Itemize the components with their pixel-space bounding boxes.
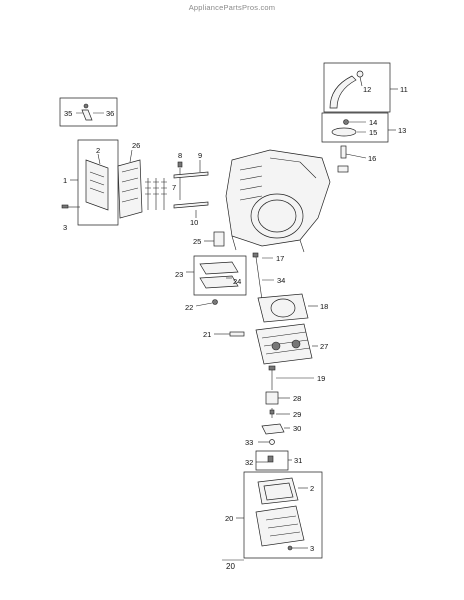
callout-2a: 2 (96, 146, 100, 155)
block-part-25 (213, 231, 225, 247)
callout-22: 22 (185, 303, 193, 312)
watermark-text: AppliancePartsPros.com (188, 3, 276, 12)
gasket-strip-part (229, 331, 245, 337)
fitting-part (340, 145, 347, 159)
valve-cover-part (255, 505, 305, 547)
dipstick-bolt-parts (252, 252, 274, 301)
callout-1: 1 (63, 176, 67, 185)
callout-28: 28 (293, 394, 301, 403)
part-group-1 (61, 139, 119, 226)
exhaust-valve-part (173, 201, 209, 209)
callout-2b: 2 (310, 484, 314, 493)
nut-part-33 (269, 439, 275, 445)
gasket-part (85, 159, 109, 211)
gasket-part-2 (257, 477, 299, 505)
callout-20: 20 (225, 514, 233, 523)
callout-14: 14 (369, 118, 377, 127)
callout-15: 15 (369, 128, 377, 137)
callout-25: 25 (193, 237, 201, 246)
bolt-part (268, 365, 276, 371)
callout-26: 26 (132, 141, 140, 150)
part-group-35-36 (59, 97, 118, 127)
nut-part (343, 119, 349, 125)
clamp-part (356, 70, 364, 78)
callout-10: 10 (190, 218, 198, 227)
rocker-part (261, 423, 285, 435)
intake-valve-part (173, 171, 209, 179)
part-group-11 (323, 62, 398, 113)
cylinder-head-part (117, 149, 143, 219)
part-group-20 (236, 471, 323, 559)
callout-9: 9 (198, 151, 202, 160)
callout-19: 19 (317, 374, 325, 383)
engine-block-part (225, 149, 349, 253)
head-gasket-part (257, 293, 318, 323)
plate-part (265, 391, 279, 405)
screw-part (61, 204, 69, 209)
callout-7: 7 (172, 183, 176, 192)
cylinder-head-part-27 (255, 323, 318, 365)
part-group-23 (186, 255, 247, 307)
callout-3b: 3 (310, 544, 314, 553)
callout-3a: 3 (63, 223, 67, 232)
callout-17: 17 (276, 254, 284, 263)
callout-8: 8 (178, 151, 182, 160)
callout-34: 34 (277, 276, 285, 285)
callout-11: 11 (400, 85, 408, 94)
callout-33: 33 (245, 438, 253, 447)
callout-18: 18 (320, 302, 328, 311)
callout-29: 29 (293, 410, 301, 419)
callout-21: 21 (203, 330, 211, 339)
page-number: 20 (226, 562, 235, 571)
screw-part-22 (212, 299, 218, 305)
stud-part (269, 409, 275, 415)
callout-13: 13 (398, 126, 406, 135)
callout-30: 30 (293, 424, 301, 433)
callout-12: 12 (363, 85, 371, 94)
callout-36: 36 (106, 109, 114, 118)
part-group-13 (321, 112, 396, 143)
breather-tube-part (329, 75, 357, 109)
callout-35: 35 (64, 109, 72, 118)
valve-train-parts (145, 160, 209, 218)
callout-23: 23 (175, 270, 183, 279)
deflector-part-lower (199, 275, 239, 289)
bracket-part (81, 109, 93, 121)
callout-16: 16 (368, 154, 376, 163)
callout-27: 27 (320, 342, 328, 351)
deflector-part-upper (199, 261, 239, 275)
clip-part (83, 103, 89, 109)
screw-part-3 (287, 545, 293, 551)
part-group-31 (255, 450, 292, 471)
callout-24: 24 (233, 277, 241, 286)
callout-31: 31 (294, 456, 302, 465)
cover-part (331, 127, 357, 137)
callout-32: 32 (245, 458, 253, 467)
